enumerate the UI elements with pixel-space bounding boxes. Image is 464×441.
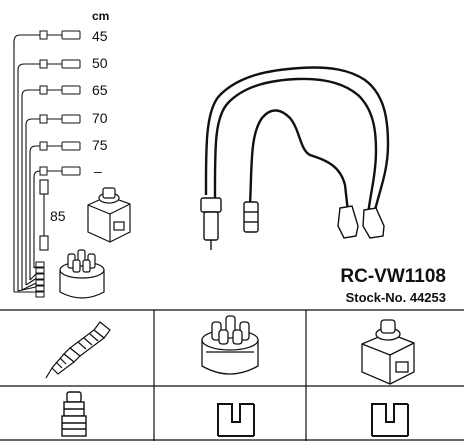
coil-wire [39,179,49,251]
length-labels: 45 50 65 70 75 – 85 [50,28,108,224]
cable-set [204,66,390,216]
wire-ends [35,30,81,298]
wire-bundle [13,34,62,293]
ignition-coil-large-icon [361,319,415,385]
length-label-65: 65 [92,82,108,98]
length-unit: cm [92,9,109,23]
cable-connectors [200,197,385,250]
length-label-blank: – [94,163,102,179]
length-label-70: 70 [92,110,108,126]
spark-plug-icon [45,321,111,379]
length-label-50: 50 [92,55,108,71]
length-label-85: 85 [50,208,66,224]
distributor-cap-large-icon [201,315,259,375]
stock-number: Stock-No. 44253 [346,290,446,305]
distributor-cap-icon [59,249,105,299]
coil-connector-icon [371,403,409,437]
plug-connector-icon [61,391,87,437]
cap-connector-icon [217,403,255,437]
length-label-45: 45 [92,28,108,44]
ignition-coil-icon [87,187,131,243]
frame [0,309,464,441]
model-number: RC-VW1108 [340,266,446,287]
length-label-75: 75 [92,137,108,153]
